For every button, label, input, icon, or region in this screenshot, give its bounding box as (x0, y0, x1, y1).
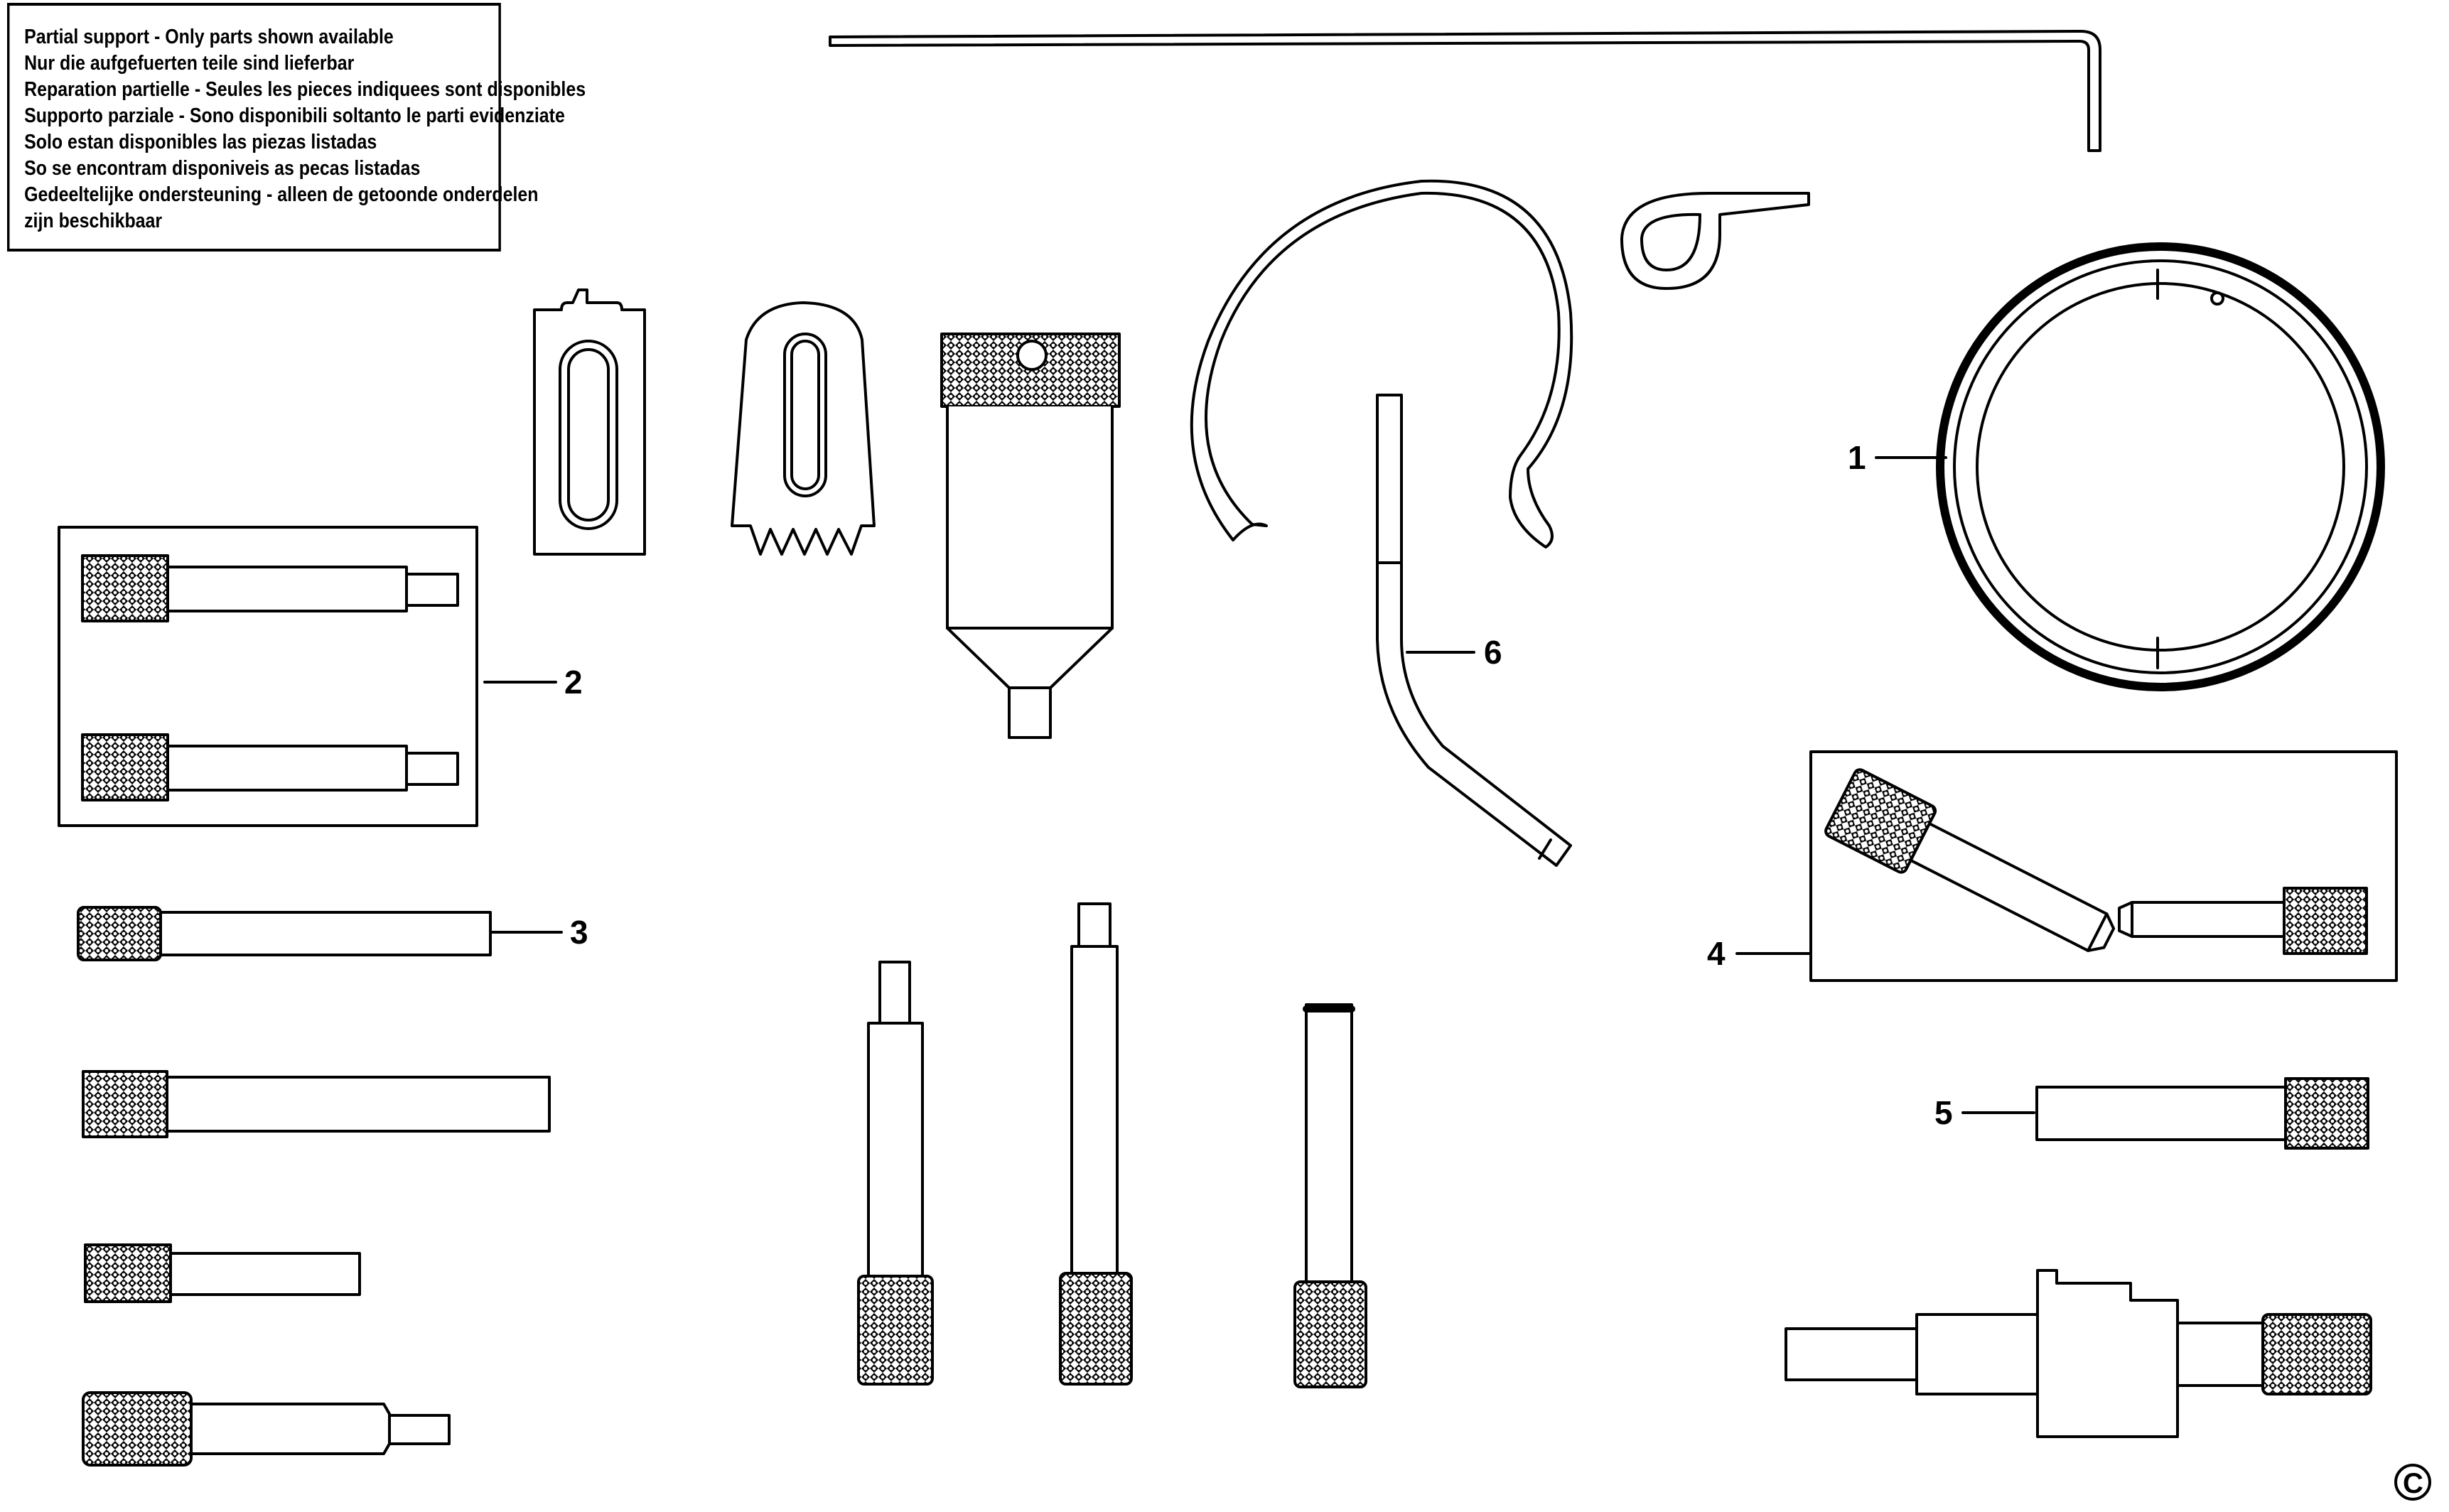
notice-line: So se encontram disponiveis as pecas lis… (24, 157, 421, 180)
long-timing-pin (77, 906, 492, 961)
vertical-pin-middle (1059, 902, 1133, 1386)
short-timing-pin (84, 1243, 361, 1303)
spring-clip (1190, 179, 1573, 549)
notice-line: zijn beschikbaar (24, 210, 163, 232)
notice-line: Solo estan disponibles las piezas listad… (24, 131, 377, 153)
notice-line: Partial support - Only parts shown avail… (24, 26, 394, 48)
callout-5: 5 (1934, 1094, 1953, 1131)
long-l-rod (829, 30, 2101, 152)
t-adjuster-tool (1785, 1269, 2372, 1438)
split-ring (1936, 242, 2385, 691)
hairpin-clip (1620, 192, 1810, 290)
stepped-timing-pin (82, 1391, 451, 1467)
notice-line: Nur die aufgefuerten teile sind lieferba… (24, 52, 355, 75)
bent-pin (1376, 394, 1572, 867)
callout-6: 6 (1484, 634, 1502, 671)
callout-2: 2 (564, 664, 583, 701)
callout-3: 3 (570, 914, 588, 951)
availability-notice: Partial support - Only parts shown avail… (7, 3, 586, 252)
callout-1: 1 (1848, 439, 1866, 476)
timing-pin-upper (81, 554, 459, 622)
notice-line: Supporto parziale - Sono disponibili sol… (24, 104, 565, 127)
copyright-mark: C (2394, 1464, 2431, 1501)
tapered-pin (2118, 887, 2368, 955)
crankshaft-pin (2035, 1077, 2369, 1150)
copyright-letter: C (2403, 1468, 2423, 1499)
vertical-pin-right (1293, 1003, 1367, 1388)
toothed-plate (731, 301, 876, 556)
plain-timing-pin (82, 1070, 551, 1138)
slotted-plate (533, 288, 646, 556)
item-4-frame (1809, 750, 2398, 982)
vertical-pin-left (857, 961, 934, 1386)
angled-pin (1824, 768, 2116, 952)
locking-tool-cylinder (940, 333, 1121, 739)
timing-pin-lower (81, 733, 459, 801)
callout-4: 4 (1707, 935, 1726, 972)
notice-line: Gedeeltelijke ondersteuning - alleen de … (24, 183, 539, 206)
item-2-frame (58, 526, 478, 827)
